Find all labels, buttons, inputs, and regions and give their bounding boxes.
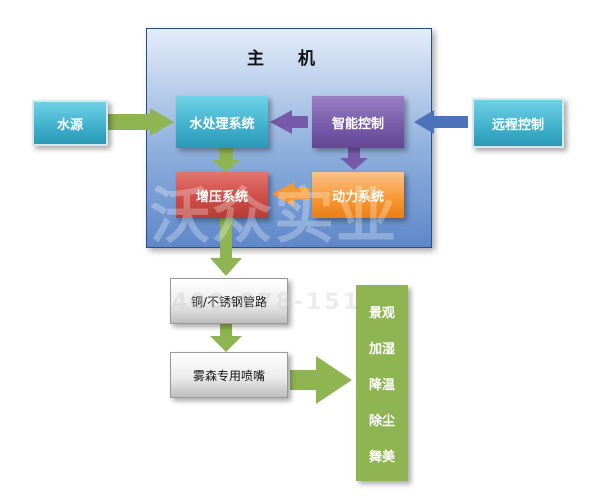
node-pipe-label: 铜/不锈钢管路 <box>190 294 268 309</box>
node-smart-control-label: 智能控制 <box>331 116 384 132</box>
arrow-treatment-to-booster <box>212 148 240 172</box>
arrow-smart-control-to-treatment <box>270 110 308 134</box>
node-nozzle: 雾森专用喷嘴 <box>170 352 288 398</box>
use-item: 景观 <box>368 305 395 321</box>
node-remote-control: 远程控制 <box>472 98 564 148</box>
node-remote-control-label: 远程控制 <box>491 117 544 133</box>
node-power-label: 动力系统 <box>331 189 384 205</box>
use-item: 除尘 <box>368 413 395 429</box>
node-pipe: 铜/不锈钢管路 <box>170 278 288 324</box>
node-water-source-label: 水源 <box>56 117 83 133</box>
uses-list: 景观加湿降温除尘舞美 <box>356 285 408 481</box>
node-smart-control: 智能控制 <box>312 96 404 148</box>
arrow-smart-control-to-power <box>340 148 368 170</box>
use-item: 降温 <box>368 377 395 393</box>
node-booster: 增压系统 <box>176 172 268 218</box>
arrow-remote-to-smart-control <box>414 110 468 134</box>
node-water-treatment-label: 水处理系统 <box>189 116 255 132</box>
arrow-booster-to-pipe <box>210 218 242 276</box>
use-item: 舞美 <box>368 449 395 465</box>
node-water-treatment: 水处理系统 <box>176 96 268 148</box>
use-item: 加湿 <box>368 341 395 357</box>
node-power: 动力系统 <box>312 172 404 218</box>
watermark-brand: 沃众实业 <box>150 182 398 252</box>
node-water-source: 水源 <box>32 100 108 146</box>
arrow-pipe-to-nozzle <box>210 324 242 352</box>
watermark-phone: 400-878-1518 <box>172 290 380 315</box>
arrow-nozzle-to-uses <box>290 356 352 404</box>
arrow-power-to-booster <box>272 182 310 206</box>
arrow-water-source-to-treatment <box>108 108 174 136</box>
node-booster-label: 增压系统 <box>195 189 248 205</box>
uses-column: 景观加湿降温除尘舞美 <box>356 285 408 481</box>
node-nozzle-label: 雾森专用喷嘴 <box>192 368 265 383</box>
host-title: 主 机 <box>247 49 329 69</box>
